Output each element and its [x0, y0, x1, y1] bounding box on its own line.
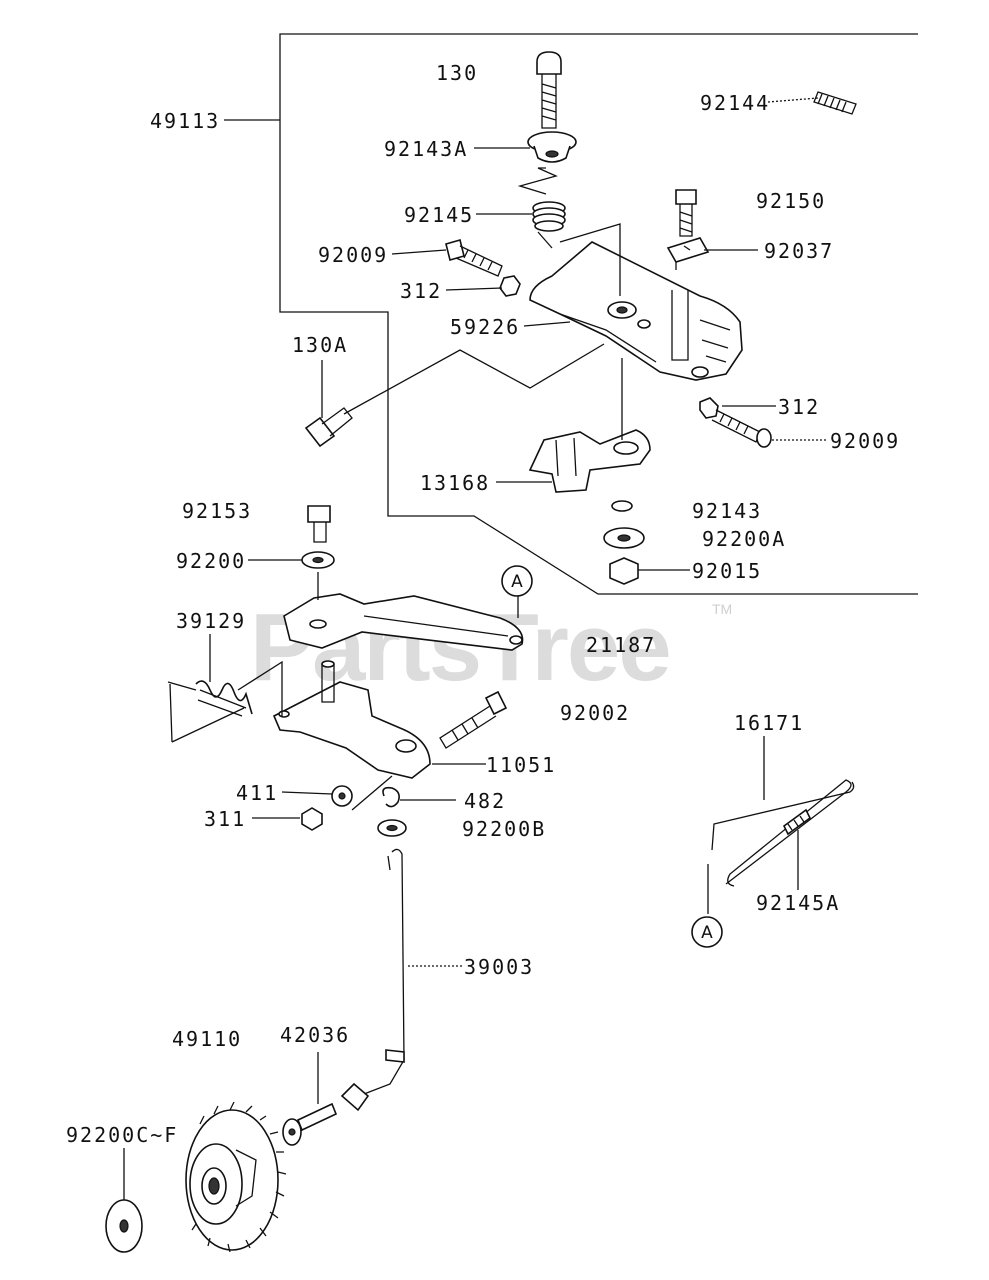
- shaft-42036: [282, 1102, 338, 1146]
- clip-482: [382, 786, 400, 808]
- assembly-outline: [279, 33, 918, 595]
- label-92015: 92015: [692, 559, 762, 583]
- label-92145: 92145: [404, 203, 474, 227]
- spacer-92143A: [527, 131, 577, 163]
- label-92145A: 92145A: [756, 891, 840, 915]
- label-130A: 130A: [292, 333, 348, 357]
- spring-92145: [532, 201, 566, 232]
- label-39129: 39129: [176, 609, 246, 633]
- svg-text:A: A: [701, 923, 713, 943]
- label-49113: 49113: [150, 109, 220, 133]
- screw-92144: [813, 91, 857, 115]
- label-92009-upper: 92009: [318, 243, 388, 267]
- label-92002: 92002: [560, 701, 630, 725]
- label-312-upper: 312: [400, 279, 442, 303]
- bolt-130A: [304, 407, 353, 448]
- label-49110: 49110: [172, 1027, 242, 1051]
- label-11051: 11051: [486, 753, 556, 777]
- rod-39003: [340, 848, 405, 1112]
- bracket-59226: [529, 241, 743, 381]
- plate-13168: [528, 429, 651, 493]
- lever-21187: [283, 593, 524, 651]
- part-labels: 130 49113 92144 92143A 92150 92145 92037…: [66, 61, 900, 1147]
- label-92144: 92144: [700, 91, 770, 115]
- bolt-92153: [307, 505, 331, 543]
- label-92200A: 92200A: [702, 527, 786, 551]
- label-411: 411: [236, 781, 278, 805]
- label-39003: 39003: [464, 955, 534, 979]
- label-92143: 92143: [692, 499, 762, 523]
- label-59226: 59226: [450, 315, 520, 339]
- label-311: 311: [204, 807, 246, 831]
- bolt-130: [536, 51, 562, 129]
- nut-312-lower: [699, 397, 719, 419]
- label-16171: 16171: [734, 711, 804, 735]
- spring-92145A: [782, 808, 812, 836]
- bolt-92009-upper: [445, 239, 503, 277]
- label-42036: 42036: [280, 1023, 350, 1047]
- nut-92015: [609, 557, 639, 585]
- bolt-92009-lower: [711, 409, 772, 448]
- label-312-lower: 312: [778, 395, 820, 419]
- label-92143A: 92143A: [384, 137, 468, 161]
- label-92150: 92150: [756, 189, 826, 213]
- label-482: 482: [464, 789, 506, 813]
- clamp-92037: [666, 237, 710, 270]
- bolt-92150: [675, 189, 697, 237]
- bolt-92002: [439, 690, 508, 749]
- label-92153: 92153: [182, 499, 252, 523]
- rod-16171: [711, 779, 855, 887]
- nut-312-upper: [499, 275, 521, 297]
- label-13168: 13168: [420, 471, 490, 495]
- gear-49110: [185, 1101, 287, 1253]
- label-92037: 92037: [764, 239, 834, 263]
- label-92200B: 92200B: [462, 817, 546, 841]
- leader-lines: [123, 97, 828, 1200]
- label-92200C-F: 92200C~F: [66, 1123, 178, 1147]
- label-92009-lower: 92009: [830, 429, 900, 453]
- washer-92143: [611, 500, 633, 512]
- svg-text:A: A: [511, 572, 523, 592]
- label-21187: 21187: [586, 633, 656, 657]
- label-92200: 92200: [176, 549, 246, 573]
- callout-a-top: A: [501, 565, 533, 597]
- watermark-trademark: TM: [712, 601, 732, 617]
- callout-a-bottom: A: [691, 916, 723, 948]
- nut-311: [301, 807, 323, 831]
- spring-39129: [167, 680, 253, 743]
- label-130: 130: [436, 61, 478, 85]
